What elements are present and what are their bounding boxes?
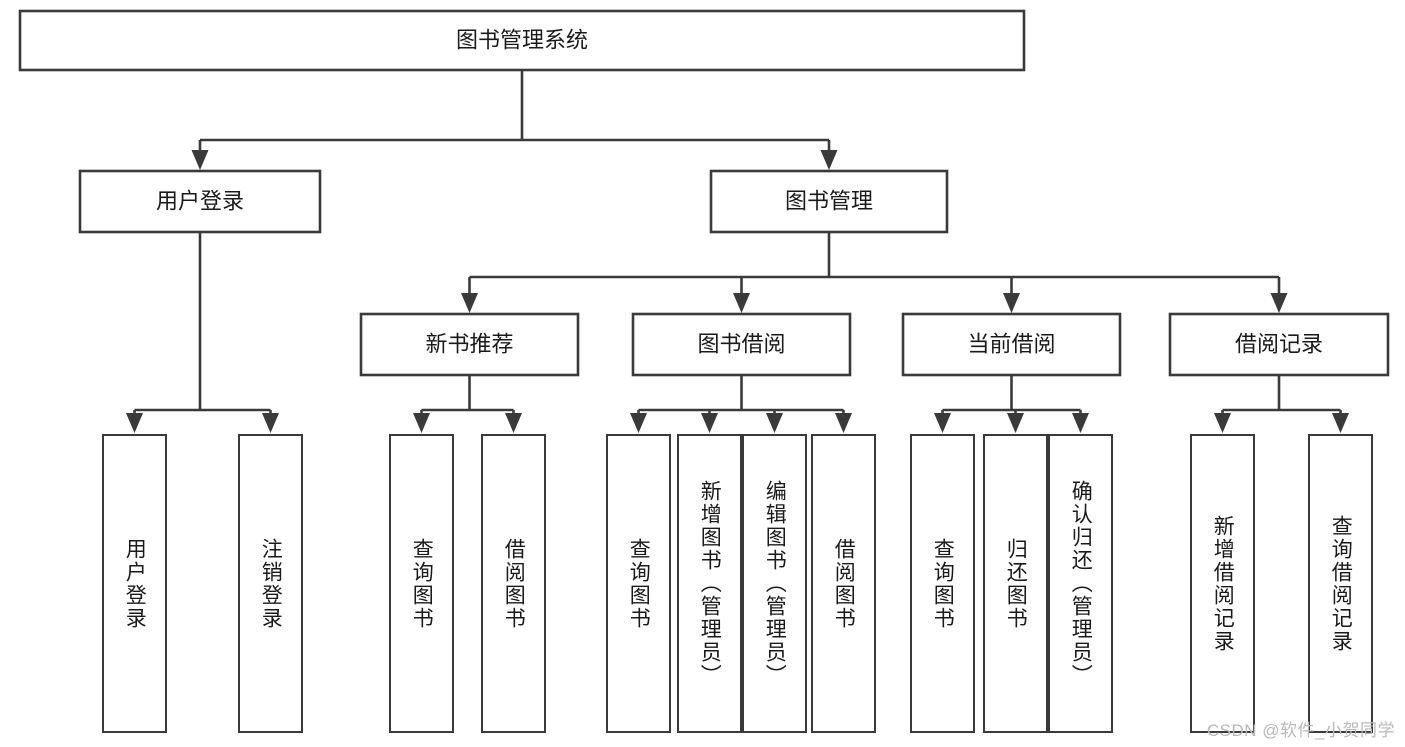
node-level3-0[interactable]: 新书推荐 bbox=[359, 312, 580, 377]
leaf-node-label: 查询图书 bbox=[410, 537, 434, 630]
leaf-node-label: 借阅图书 bbox=[832, 537, 856, 630]
arrow-head bbox=[191, 150, 209, 170]
node-box[interactable] bbox=[901, 312, 1122, 377]
leaf-node-label: 新增图书（管理员） bbox=[698, 480, 722, 687]
leaf-node-label: 借阅图书 bbox=[502, 537, 526, 630]
arrow-head bbox=[820, 150, 838, 170]
arrow-head bbox=[1332, 413, 1349, 433]
node-box[interactable] bbox=[709, 169, 949, 234]
arrow-head bbox=[413, 413, 430, 433]
arrow-head bbox=[733, 293, 750, 313]
leaf-node-label: 编辑图书（管理员） bbox=[763, 480, 787, 687]
node-level2-1[interactable]: 图书管理 bbox=[709, 169, 949, 234]
leaf-node-11[interactable]: 新增借阅记录 bbox=[1190, 434, 1255, 733]
leaf-node-6[interactable]: 编辑图书（管理员） bbox=[742, 434, 807, 733]
leaf-node-12[interactable]: 查询借阅记录 bbox=[1308, 434, 1373, 733]
leaf-node-9[interactable]: 归还图书 bbox=[983, 434, 1048, 733]
arrow-head bbox=[1007, 413, 1024, 433]
arrow-head bbox=[701, 413, 718, 433]
arrow-head bbox=[630, 413, 647, 433]
leaf-node-8[interactable]: 查询图书 bbox=[910, 434, 975, 733]
arrow-head bbox=[1003, 293, 1020, 313]
arrow-head bbox=[262, 413, 279, 433]
leaf-node-label: 确认归还（管理员） bbox=[1069, 480, 1093, 687]
leaf-node-label: 注销登录 bbox=[259, 537, 283, 630]
leaf-node-7[interactable]: 借阅图书 bbox=[811, 434, 876, 733]
arrow-head bbox=[505, 413, 522, 433]
leaf-node-2[interactable]: 查询图书 bbox=[389, 434, 454, 733]
node-label: 图书管理 bbox=[785, 188, 873, 213]
node-level3-3[interactable]: 借阅记录 bbox=[1168, 312, 1390, 377]
leaf-node-label: 新增借阅记录 bbox=[1211, 514, 1235, 653]
node-label: 图书借阅 bbox=[697, 331, 785, 356]
node-label: 用户登录 bbox=[156, 188, 244, 213]
node-label: 新书推荐 bbox=[425, 331, 513, 356]
arrow-head bbox=[835, 413, 852, 433]
arrow-head bbox=[766, 413, 783, 433]
node-label: 当前借阅 bbox=[967, 331, 1055, 356]
arrow-head bbox=[1214, 413, 1231, 433]
arrow-head bbox=[1270, 293, 1288, 313]
connector-group bbox=[126, 70, 1349, 433]
leaf-node-1[interactable]: 注销登录 bbox=[238, 434, 303, 733]
node-level3-1[interactable]: 图书借阅 bbox=[631, 312, 852, 377]
leaf-node-10[interactable]: 确认归还（管理员） bbox=[1048, 434, 1113, 733]
node-label: 图书管理系统 bbox=[456, 27, 588, 52]
node-box[interactable] bbox=[78, 169, 322, 234]
arrow-head bbox=[934, 413, 951, 433]
node-label: 借阅记录 bbox=[1235, 331, 1323, 356]
arrow-head bbox=[461, 293, 478, 313]
node-root[interactable]: 图书管理系统 bbox=[18, 9, 1026, 72]
node-box[interactable] bbox=[18, 9, 1026, 72]
leaf-node-0[interactable]: 用户登录 bbox=[102, 434, 167, 733]
watermark-label: CSDN @软件_小贺同学 bbox=[1206, 721, 1395, 740]
leaf-node-label: 归还图书 bbox=[1004, 537, 1028, 630]
arrow-head bbox=[126, 413, 143, 433]
leaf-node-label: 查询图书 bbox=[931, 537, 955, 630]
node-box[interactable] bbox=[359, 312, 580, 377]
leaf-node-5[interactable]: 新增图书（管理员） bbox=[677, 434, 742, 733]
node-box[interactable] bbox=[1168, 312, 1390, 377]
leaf-node-label: 查询借阅记录 bbox=[1329, 514, 1353, 653]
arrow-head bbox=[1072, 413, 1089, 433]
node-level3-2[interactable]: 当前借阅 bbox=[901, 312, 1122, 377]
leaf-node-4[interactable]: 查询图书 bbox=[606, 434, 671, 733]
leaf-node-3[interactable]: 借阅图书 bbox=[481, 434, 546, 733]
node-box[interactable] bbox=[631, 312, 852, 377]
leaf-node-label: 用户登录 bbox=[123, 537, 147, 630]
leaf-node-label: 查询图书 bbox=[627, 537, 651, 630]
node-level2-0[interactable]: 用户登录 bbox=[78, 169, 322, 234]
